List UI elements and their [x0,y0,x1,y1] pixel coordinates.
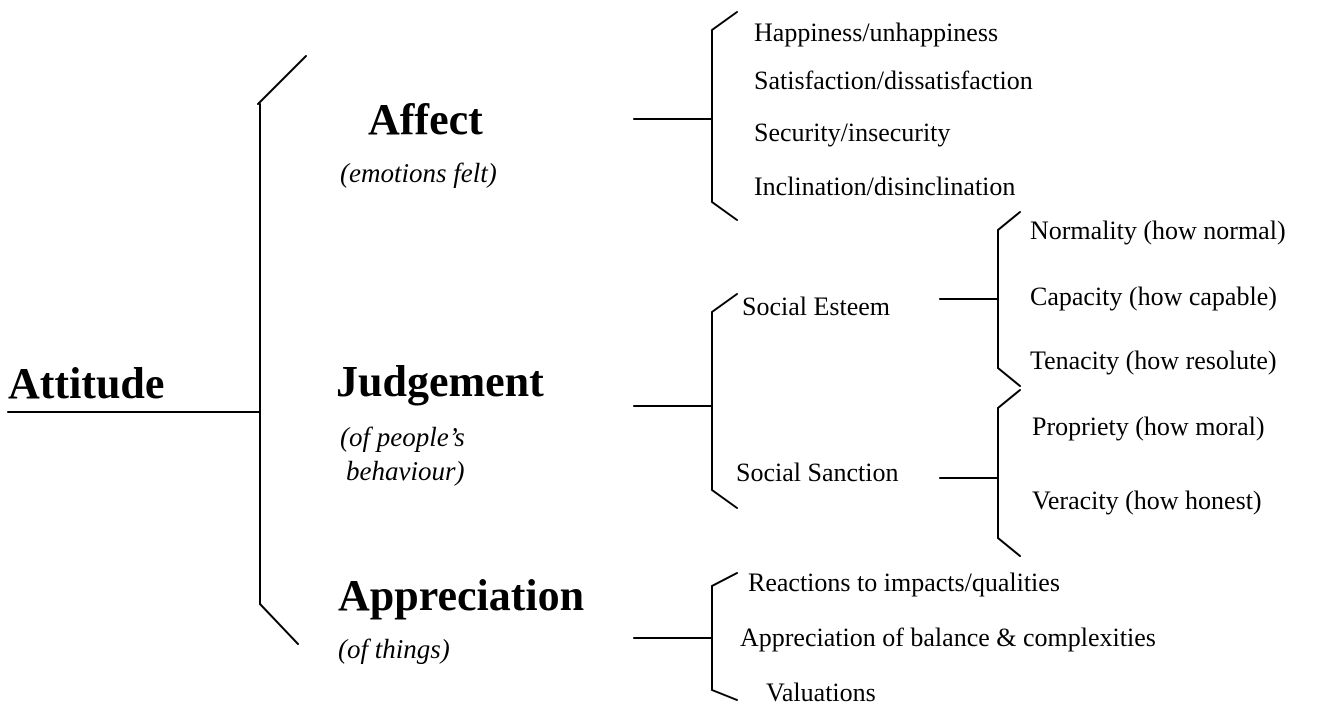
affect-item: Inclination/disinclination [754,172,1016,201]
affect-bracket [711,11,738,221]
appreciation-subtitle: (of things) [338,634,450,664]
judgement-subtitle-line1: (of people’s [340,422,465,452]
affect-label: Affect [368,95,483,144]
affect-item: Satisfaction/dissatisfaction [754,66,1033,95]
affect-item: Happiness/unhappiness [754,18,999,47]
social-esteem-item: Normality (how normal) [1030,216,1286,245]
judgement-subtitle-line2: behaviour) [346,456,465,486]
root-label: Attitude [8,359,165,408]
judgement-label: Judgement [336,357,544,406]
social-sanction-bracket [997,389,1021,557]
main-bracket-bottom [259,603,299,645]
social-esteem-item: Tenacity (how resolute) [1030,346,1277,375]
appreciation-bracket [711,572,738,701]
social-sanction-item: Veracity (how honest) [1032,486,1262,515]
appreciation-item: Valuations [766,678,876,707]
affect-item: Security/insecurity [754,118,951,147]
affect-subtitle: (emotions felt) [340,158,497,188]
judgement-bracket [711,293,738,509]
appreciation-item: Appreciation of balance & complexities [740,623,1156,652]
appreciation-item: Reactions to impacts/qualities [748,568,1060,597]
social-esteem-label: Social Esteem [742,292,891,321]
social-sanction-label: Social Sanction [736,458,899,487]
appreciation-label: Appreciation [338,571,585,620]
main-bracket [257,55,307,105]
social-esteem-bracket [997,211,1021,387]
social-sanction-item: Propriety (how moral) [1032,412,1265,441]
social-esteem-item: Capacity (how capable) [1030,282,1277,311]
